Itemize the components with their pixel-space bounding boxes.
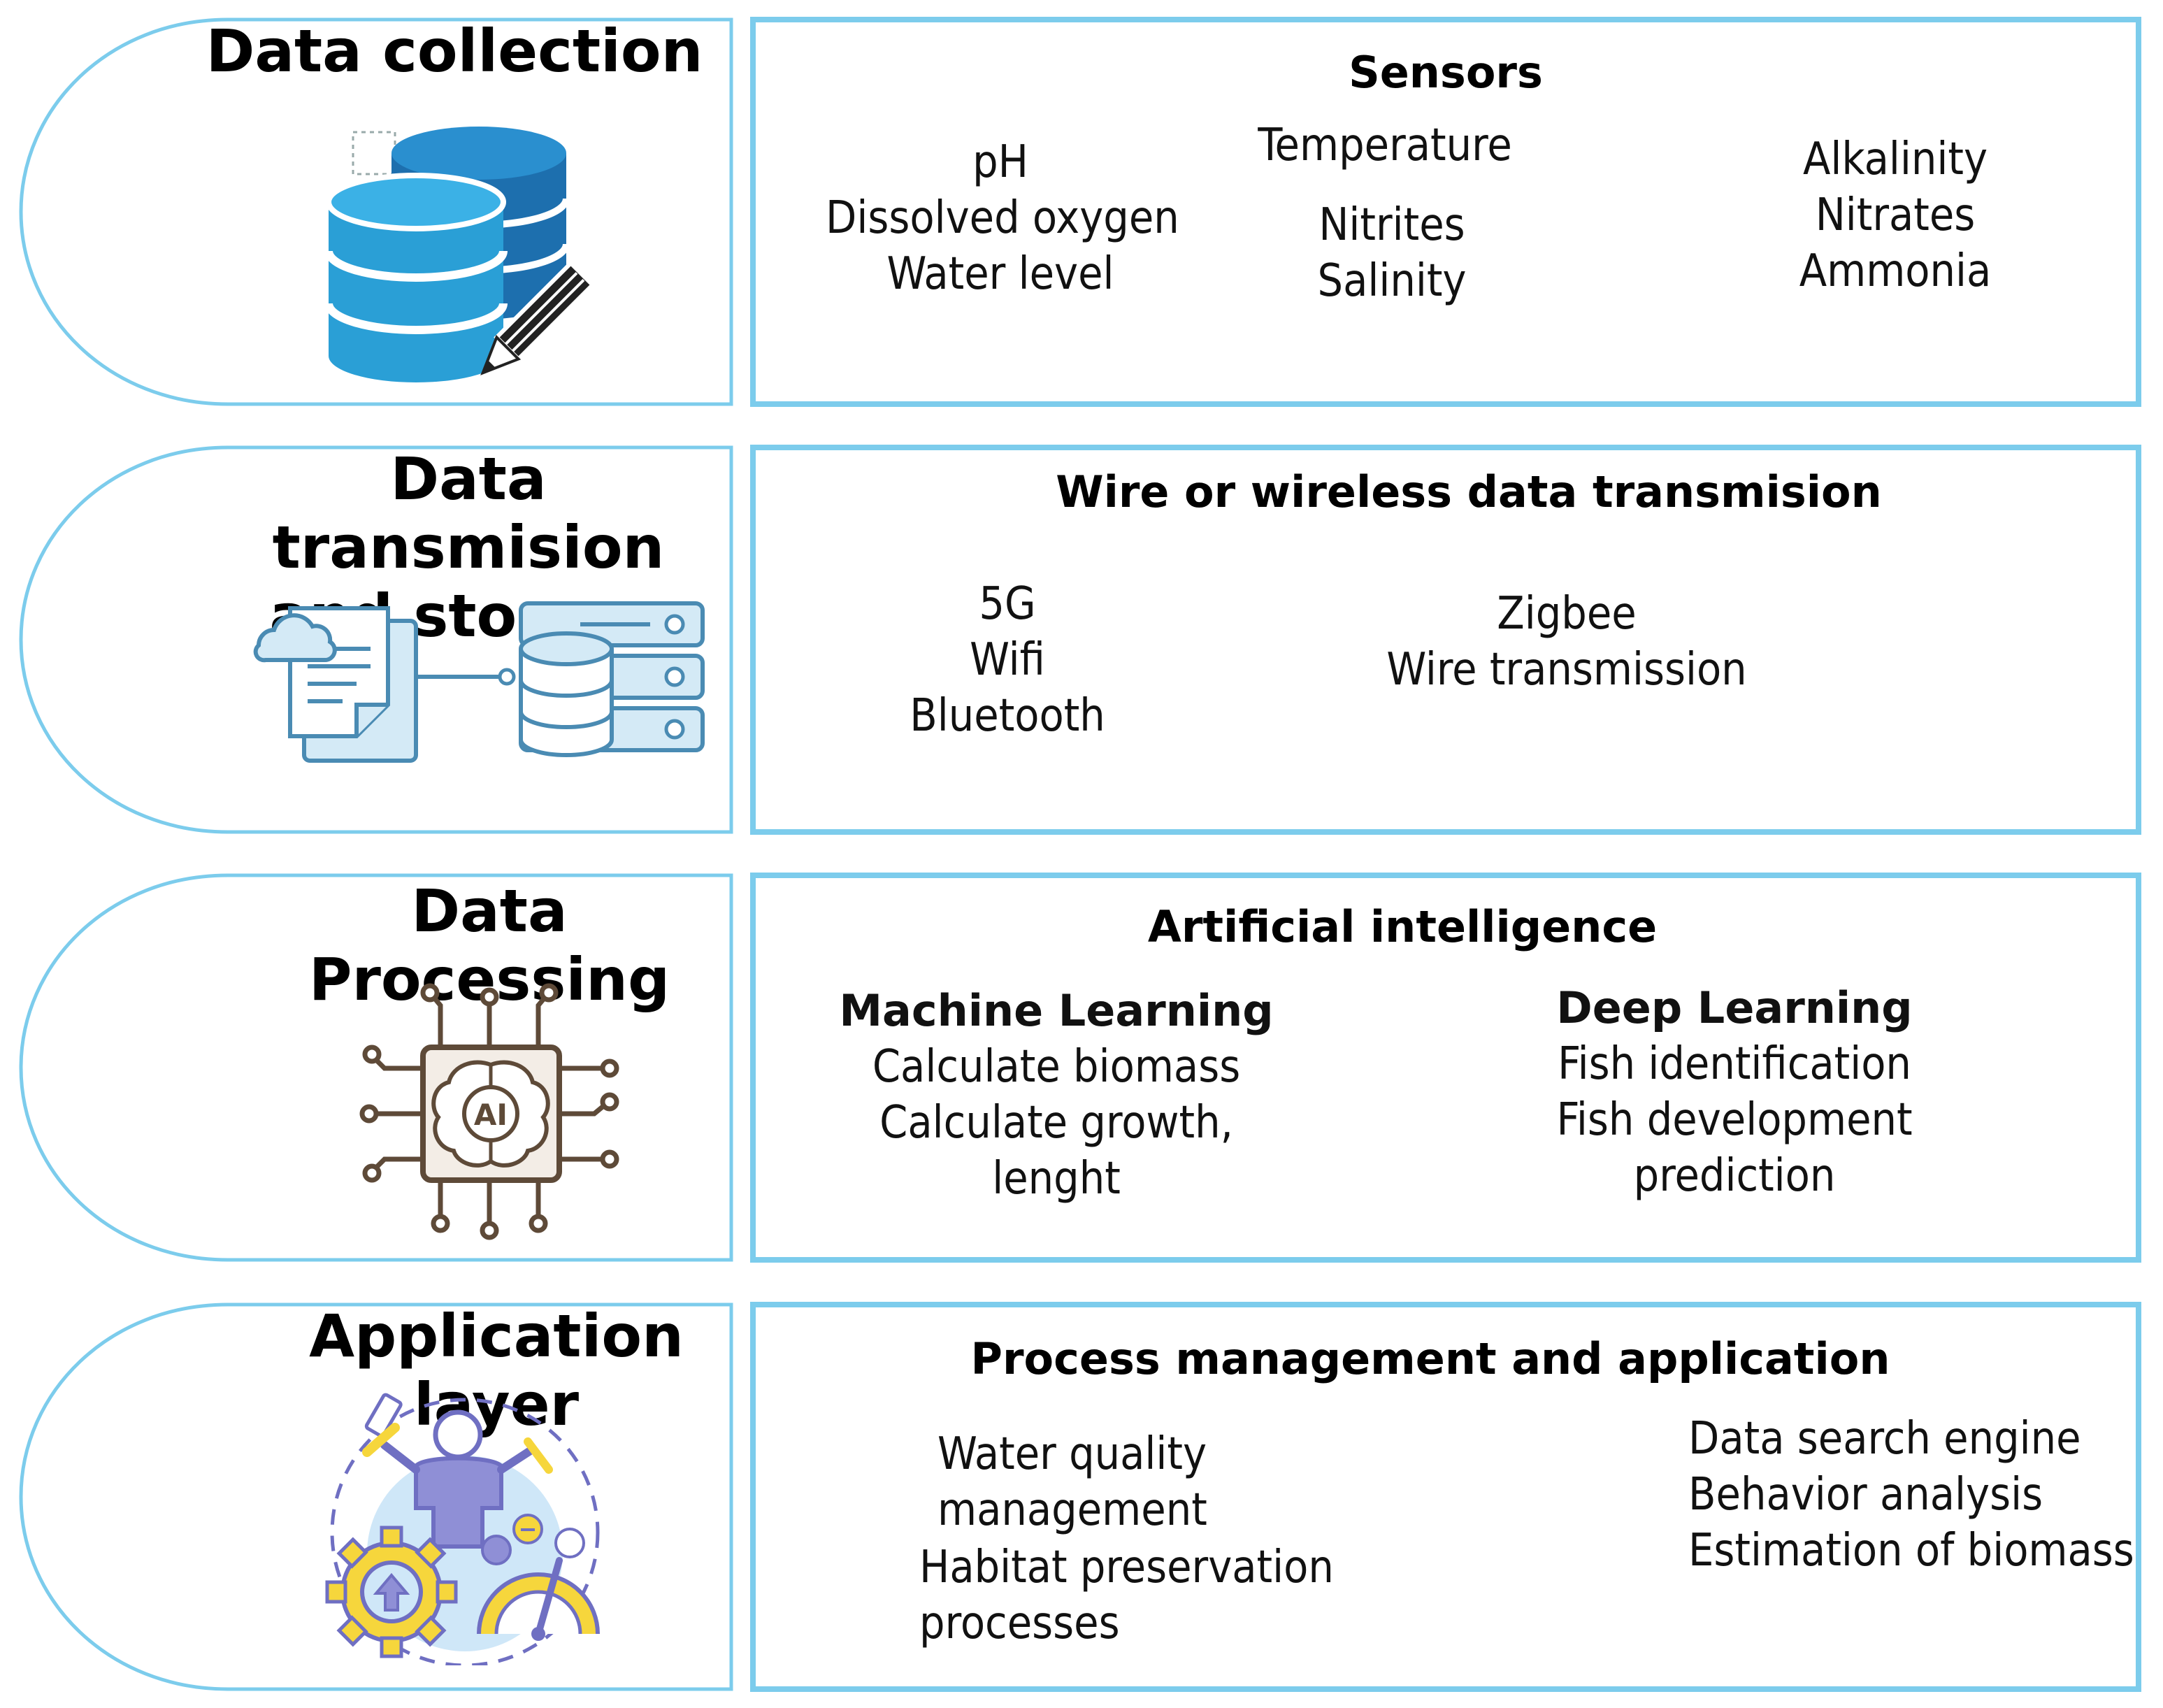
layer-outline-shape (19, 17, 733, 406)
text-column: Alkalinity Nitrates Ammonia (1799, 134, 1992, 297)
box-heading: Sensors (1349, 47, 1543, 98)
database-pencil-icon (324, 127, 596, 382)
text-column: Habitat preservation processes (919, 1542, 1334, 1649)
ai-chip-icon: AI (359, 983, 619, 1240)
layer-outline-shape (19, 873, 733, 1262)
layer-data-collection: Data collection Sensors pH Dissolved oxy… (0, 17, 2163, 415)
layer-outline-shape (19, 445, 733, 834)
layer-outline-shape (19, 1302, 733, 1691)
content-box: Wire or wireless data transmision 5G Wif… (750, 445, 2141, 835)
layer-title: Data collection (206, 17, 703, 85)
content-box: Process management and application Water… (750, 1302, 2141, 1692)
svg-text:AI: AI (474, 1098, 508, 1132)
text-column: Nitrites Salinity (1317, 199, 1467, 307)
cloud-document-server-icon (253, 601, 705, 763)
text-column: 5G Wifi Bluetooth (910, 578, 1105, 742)
text-column: Deep Learning Fish identification Fish d… (1556, 982, 1913, 1202)
box-heading: Wire or wireless data transmision (1056, 466, 1882, 517)
content-box: Sensors pH Dissolved oxygen Water level … (750, 17, 2141, 407)
worker-gear-gauge-icon (325, 1393, 600, 1665)
text-column: Zigbee Wire transmission (1386, 588, 1747, 696)
text-column: Water quality management (937, 1428, 1207, 1536)
content-box: Artificial intelligence Machine Learning… (750, 873, 2141, 1263)
text-column: Machine Learning Calculate biomass Calcu… (839, 985, 1274, 1205)
text-column: Data search engine Behavior analysis Est… (1688, 1413, 2134, 1577)
layer-data-transmission: Data transmision and storage Wire or wir… (0, 445, 2163, 843)
box-heading: Artificial intelligence (1147, 901, 1658, 952)
box-heading: Process management and application (970, 1333, 1890, 1384)
layer-data-processing: Data Processing AI Artificial i (0, 873, 2163, 1271)
text-column: pH Dissolved oxygen Water level (826, 136, 1179, 300)
layer-application: Application layer (0, 1302, 2163, 1700)
text-column: Temperature (1258, 120, 1512, 171)
